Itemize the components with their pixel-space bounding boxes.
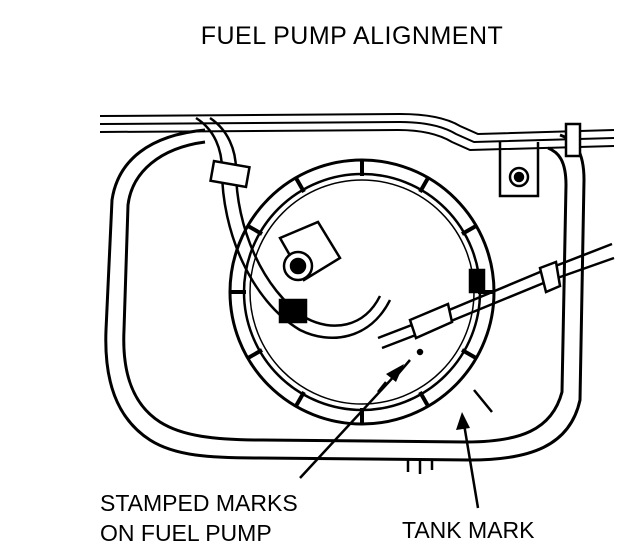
tank-mark-arrow [456,412,480,509]
return-line [377,242,615,350]
top-fuel-lines [99,112,615,152]
stamped-marks-label: STAMPED MARKS ON FUEL PUMP [100,488,298,548]
fuel-pump-ring [228,158,496,426]
stamped-marks-arrow [299,364,404,479]
supply-hose [195,116,392,339]
tank-notch [406,460,434,474]
stamped-marks-label-line1: STAMPED MARKS [100,490,298,516]
tank-mark [473,389,493,413]
stamped-marks-label-line2: ON FUEL PUMP [100,520,272,546]
sender-fitting [278,220,342,282]
tank-mark-label: TANK MARK [402,517,535,543]
diagram-title: FUEL PUMP ALIGNMENT [200,22,504,50]
mounting-bracket [498,122,582,198]
fuel-tank-outline [104,128,586,462]
